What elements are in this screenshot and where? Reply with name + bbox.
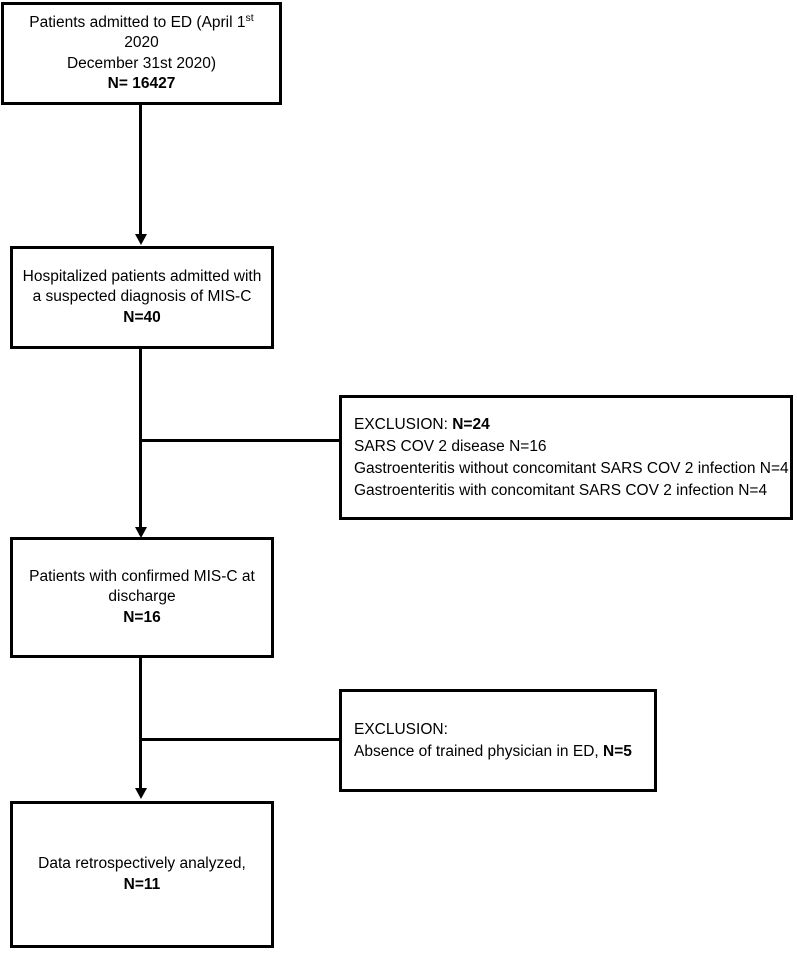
- arrowhead-confirmed-to-analyzed: [134, 788, 147, 799]
- exclusion-first-reason-3: Gastroenteritis with concomitant SARS CO…: [354, 481, 768, 499]
- suspected-line2: a suspected diagnosis of MIS-C: [32, 288, 252, 306]
- enrollment-line2: December 31st 2020): [66, 54, 217, 72]
- analyzed-label: Data retrospectively analyzed,: [38, 855, 246, 873]
- node-data-analyzed-text: Data retrospectively analyzed, N=11: [13, 854, 271, 895]
- exclusion-box-second: EXCLUSION: Absence of trained physician …: [339, 689, 657, 792]
- exclusion-first-heading: EXCLUSION: N=24: [354, 414, 790, 436]
- branch-line-exclusion-two: [139, 738, 342, 741]
- enrollment-line1-suffix: 2020: [124, 34, 159, 52]
- connector-confirmed-to-analyzed: [139, 658, 142, 790]
- suspected-line1: Hospitalized patients admitted with: [22, 267, 262, 285]
- connector-suspected-to-confirmed: [139, 349, 142, 535]
- node-data-analyzed: Data retrospectively analyzed, N=11: [10, 801, 274, 948]
- exclusion-second-heading: EXCLUSION:: [354, 720, 448, 738]
- arrowhead-enrollment-to-suspected: [134, 234, 147, 245]
- enrollment-line1-prefix: Patients admitted to ED (April 1: [29, 13, 246, 31]
- node-suspected-misc: Hospitalized patients admitted with a su…: [10, 246, 274, 349]
- node-patients-admitted-ed: Patients admitted to ED (April 1st 2020 …: [1, 2, 282, 105]
- exclusion-first-text: EXCLUSION: N=24 SARS COV 2 disease N=16 …: [342, 414, 790, 502]
- exclusion-second-text: EXCLUSION: Absence of trained physician …: [342, 719, 654, 763]
- branch-line-exclusion-one: [139, 439, 342, 442]
- exclusion-second-reason-label: Absence of trained physician in ED,: [354, 742, 603, 760]
- node-suspected-misc-text: Hospitalized patients admitted with a su…: [17, 267, 268, 328]
- confirmed-line2: discharge: [108, 588, 176, 606]
- node-confirmed-misc-discharge-text: Patients with confirmed MIS-C at dischar…: [23, 567, 261, 628]
- exclusion-box-first: EXCLUSION: N=24 SARS COV 2 disease N=16 …: [339, 395, 793, 520]
- analyzed-count: N=11: [123, 875, 161, 893]
- exclusion-second-reason-count: N=5: [603, 742, 632, 760]
- exclusion-second-reason: Absence of trained physician in ED, N=5: [354, 741, 654, 763]
- enrollment-count: N= 16427: [107, 74, 176, 92]
- confirmed-count: N=16: [123, 608, 161, 626]
- exclusion-first-reason-2: Gastroenteritis without concomitant SARS…: [354, 459, 789, 477]
- connector-enrollment-to-suspected: [139, 105, 142, 236]
- exclusion-first-heading-label: EXCLUSION:: [354, 415, 453, 433]
- confirmed-line1: Patients with confirmed MIS-C at: [29, 567, 255, 585]
- exclusion-first-heading-count: N=24: [452, 415, 490, 433]
- arrowhead-suspected-to-confirmed: [134, 527, 147, 538]
- node-patients-admitted-ed-text: Patients admitted to ED (April 1st 2020 …: [4, 11, 279, 95]
- node-confirmed-misc-discharge: Patients with confirmed MIS-C at dischar…: [10, 537, 274, 658]
- enrollment-line1-superscript: st: [245, 11, 254, 24]
- suspected-count: N=40: [123, 308, 161, 326]
- exclusion-first-reason-1: SARS COV 2 disease N=16: [354, 437, 547, 455]
